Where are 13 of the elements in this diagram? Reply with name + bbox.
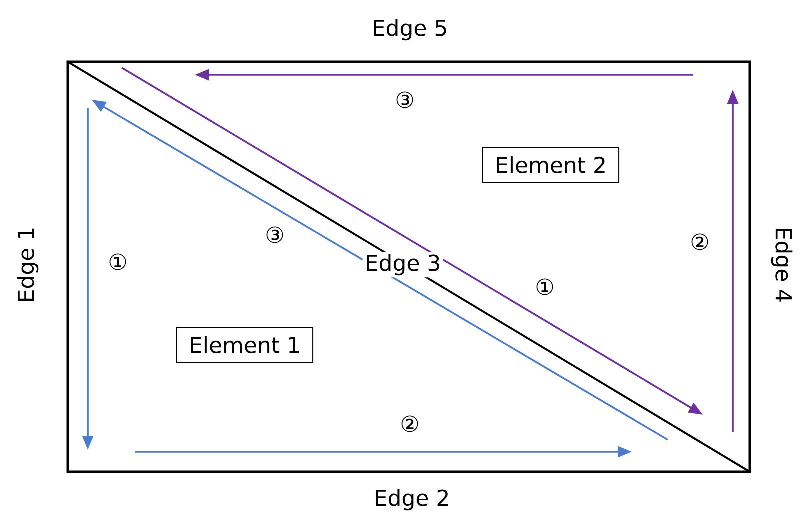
- step-number: ①: [106, 252, 130, 272]
- side-name: Edge 1: [15, 224, 41, 306]
- side-name: Edge 4: [769, 224, 795, 306]
- side-name: Edge 2: [372, 487, 452, 513]
- side-name: Edge 5: [370, 17, 450, 43]
- element-box: Element 1: [176, 326, 314, 363]
- step-number: ③: [263, 224, 287, 246]
- side-name: Edge 3: [362, 252, 444, 278]
- step-number: ②: [688, 232, 712, 252]
- step-number: ①: [533, 276, 557, 298]
- step-number: ②: [398, 414, 422, 434]
- step-number: ③: [393, 90, 417, 110]
- element-box: Element 2: [482, 146, 620, 183]
